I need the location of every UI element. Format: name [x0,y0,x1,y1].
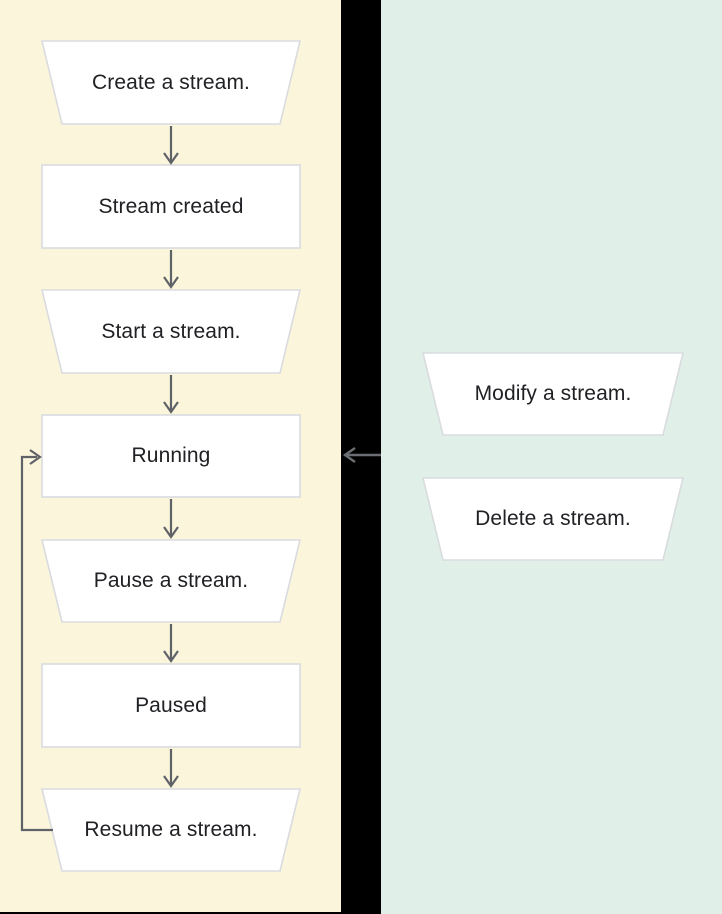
delete-stream-trapezoid [421,477,685,561]
resume-stream-trapezoid [40,788,302,872]
pause-stream-trapezoid [40,539,302,623]
start-stream-trapezoid [40,289,302,374]
modify-stream-trapezoid [421,352,685,436]
arrow-operations-to-running [342,447,381,463]
operations-panel [381,0,722,914]
arrow-resume-to-running-loop [20,449,53,832]
arrow-create-to-created [163,126,179,165]
arrow-created-to-start [163,250,179,289]
paused-rect [41,663,301,748]
stream-created-rect [41,164,301,249]
arrow-start-to-running [163,375,179,414]
arrow-running-to-pause [163,499,179,539]
create-stream-trapezoid [40,40,302,125]
running-rect [41,414,301,498]
arrow-pause-to-paused [163,624,179,663]
arrow-paused-to-resume [163,749,179,788]
